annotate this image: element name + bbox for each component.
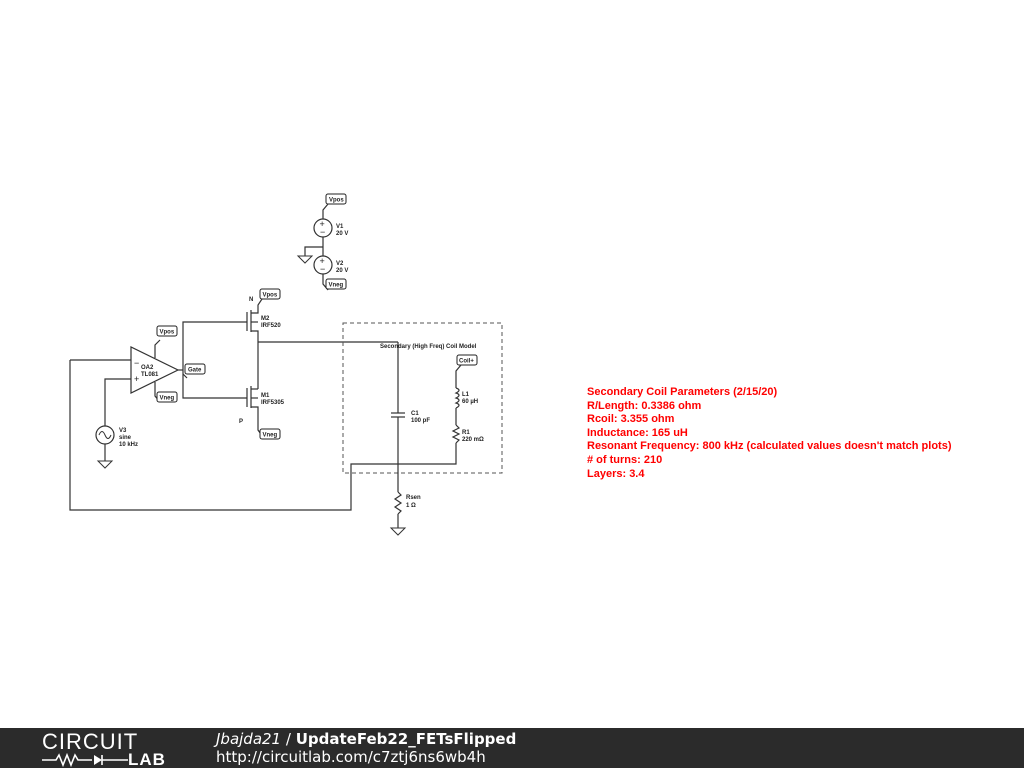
- project-title: Jbajda21 / UpdateFeb22_FETsFlipped: [216, 730, 516, 748]
- note-line: Inductance: 165 uH: [587, 426, 688, 439]
- r1-value: 220 mΩ: [462, 437, 484, 443]
- oa2-name: OA2: [141, 365, 154, 371]
- project-link[interactable]: UpdateFeb22_FETsFlipped: [295, 730, 517, 748]
- net-tag-vneg[interactable]: [156, 391, 178, 403]
- m2-value: IRF520: [261, 323, 281, 329]
- net-tag-vpos[interactable]: [259, 288, 281, 300]
- svg-text:+: +: [320, 256, 325, 266]
- net-tag-vneg[interactable]: [259, 428, 281, 440]
- v3-name: V3: [119, 428, 127, 434]
- coil-model-label: Secondary (High Freq) Coil Model: [380, 344, 477, 350]
- logo-text-circuit: CIRCUIT: [42, 729, 139, 754]
- net-tag-vneg-label: Vneg: [263, 433, 278, 439]
- v1-name: V1: [336, 224, 344, 230]
- logo-resistor-icon: [42, 753, 128, 767]
- author-link[interactable]: Jbajda21: [216, 730, 282, 748]
- mosfet-m1[interactable]: M1 IRF5305 P Vneg: [182, 381, 285, 440]
- note-line: # of turns: 210: [587, 453, 663, 466]
- net-tag-gate-label: Gate: [188, 368, 202, 374]
- sine-wave-icon: [98, 431, 112, 439]
- svg-text:−: −: [320, 264, 325, 274]
- ground-icon: [96, 460, 114, 469]
- net-tag-vpos-label: Vpos: [329, 198, 344, 204]
- r1-name: R1: [462, 430, 470, 436]
- ground-icon: [296, 255, 314, 264]
- v3-wave: sine: [119, 435, 132, 441]
- project-url[interactable]: http://circuitlab.com/c7ztj6ns6wb4h: [216, 748, 486, 766]
- inductor-l1[interactable]: Coil+ L1 60 µH: [454, 354, 478, 425]
- svg-text:+: +: [320, 219, 325, 229]
- net-tag-vneg-label: Vneg: [160, 396, 175, 402]
- m1-type: P: [239, 419, 243, 425]
- svg-text:−: −: [320, 227, 325, 237]
- ground-icon: [389, 527, 407, 536]
- note-line: Resonant Frequency: 800 kHz (calculated …: [587, 440, 952, 453]
- rsen-value: 1 Ω: [406, 503, 416, 509]
- oa2-value: TL081: [141, 372, 159, 378]
- note-line: R/Length: 0.3386 ohm: [587, 399, 702, 412]
- net-tag-vpos[interactable]: [156, 325, 178, 337]
- m2-type: N: [249, 297, 253, 303]
- note-line: Rcoil: 3.355 ohm: [587, 413, 675, 426]
- circuit-schematic: Vpos + − V1 20 V + − V2 20 V Vneg Vpos N…: [69, 193, 503, 536]
- note-line: Layers: 3.4: [587, 467, 645, 480]
- v1-value: 20 V: [336, 231, 348, 237]
- oa2-plus: +: [134, 374, 139, 384]
- footer-bar: CIRCUIT LAB Jbajda21 / UpdateFeb22_FETsF…: [0, 728, 1024, 768]
- net-tag-coil-label: Coil+: [459, 359, 474, 365]
- m1-value: IRF5305: [261, 400, 285, 406]
- c1-value: 100 pF: [411, 418, 430, 424]
- supply-v1-v2: Vpos + − V1 20 V + − V2 20 V Vneg: [296, 193, 348, 291]
- net-tag-vpos-label: Vpos: [263, 293, 278, 299]
- l1-value: 60 µH: [462, 399, 478, 405]
- logo-text-lab: LAB: [128, 750, 166, 769]
- v2-name: V2: [336, 261, 344, 267]
- capacitor-c1[interactable]: C1 100 pF: [391, 342, 430, 492]
- net-tag-gate[interactable]: [184, 363, 206, 375]
- coil-model-box: Secondary (High Freq) Coil Model: [342, 322, 503, 474]
- mosfet-m2[interactable]: Vpos N M2 IRF520: [182, 288, 281, 350]
- net-tag-vpos-label: Vpos: [160, 330, 175, 336]
- opamp-oa2[interactable]: − + OA2 TL081 Vpos Vneg Gate: [70, 325, 206, 426]
- resistor-r1[interactable]: R1 220 mΩ: [398, 424, 484, 465]
- net-tag-vneg[interactable]: [325, 278, 347, 290]
- c1-name: C1: [411, 411, 419, 417]
- rsen-name: Rsen: [406, 495, 421, 501]
- l1-name: L1: [462, 392, 470, 398]
- note-line: Secondary Coil Parameters (2/15/20): [587, 386, 778, 398]
- net-tag-vpos[interactable]: [325, 193, 347, 205]
- coil-parameters-notes: Secondary Coil Parameters (2/15/20) R/Le…: [587, 386, 952, 481]
- v2-value: 20 V: [336, 268, 348, 274]
- sine-source-v3[interactable]: V3 sine 10 kHz: [95, 425, 138, 469]
- title-separator: /: [281, 730, 296, 748]
- net-tag-vneg-label: Vneg: [329, 283, 344, 289]
- oa2-minus: −: [134, 358, 139, 368]
- circuitlab-logo[interactable]: CIRCUIT LAB: [42, 729, 182, 769]
- m1-name: M1: [261, 393, 270, 399]
- v3-value: 10 kHz: [119, 442, 138, 448]
- m2-name: M2: [261, 316, 270, 322]
- resistor-rsen[interactable]: Rsen 1 Ω: [389, 491, 421, 536]
- net-tag-coil[interactable]: [456, 354, 478, 366]
